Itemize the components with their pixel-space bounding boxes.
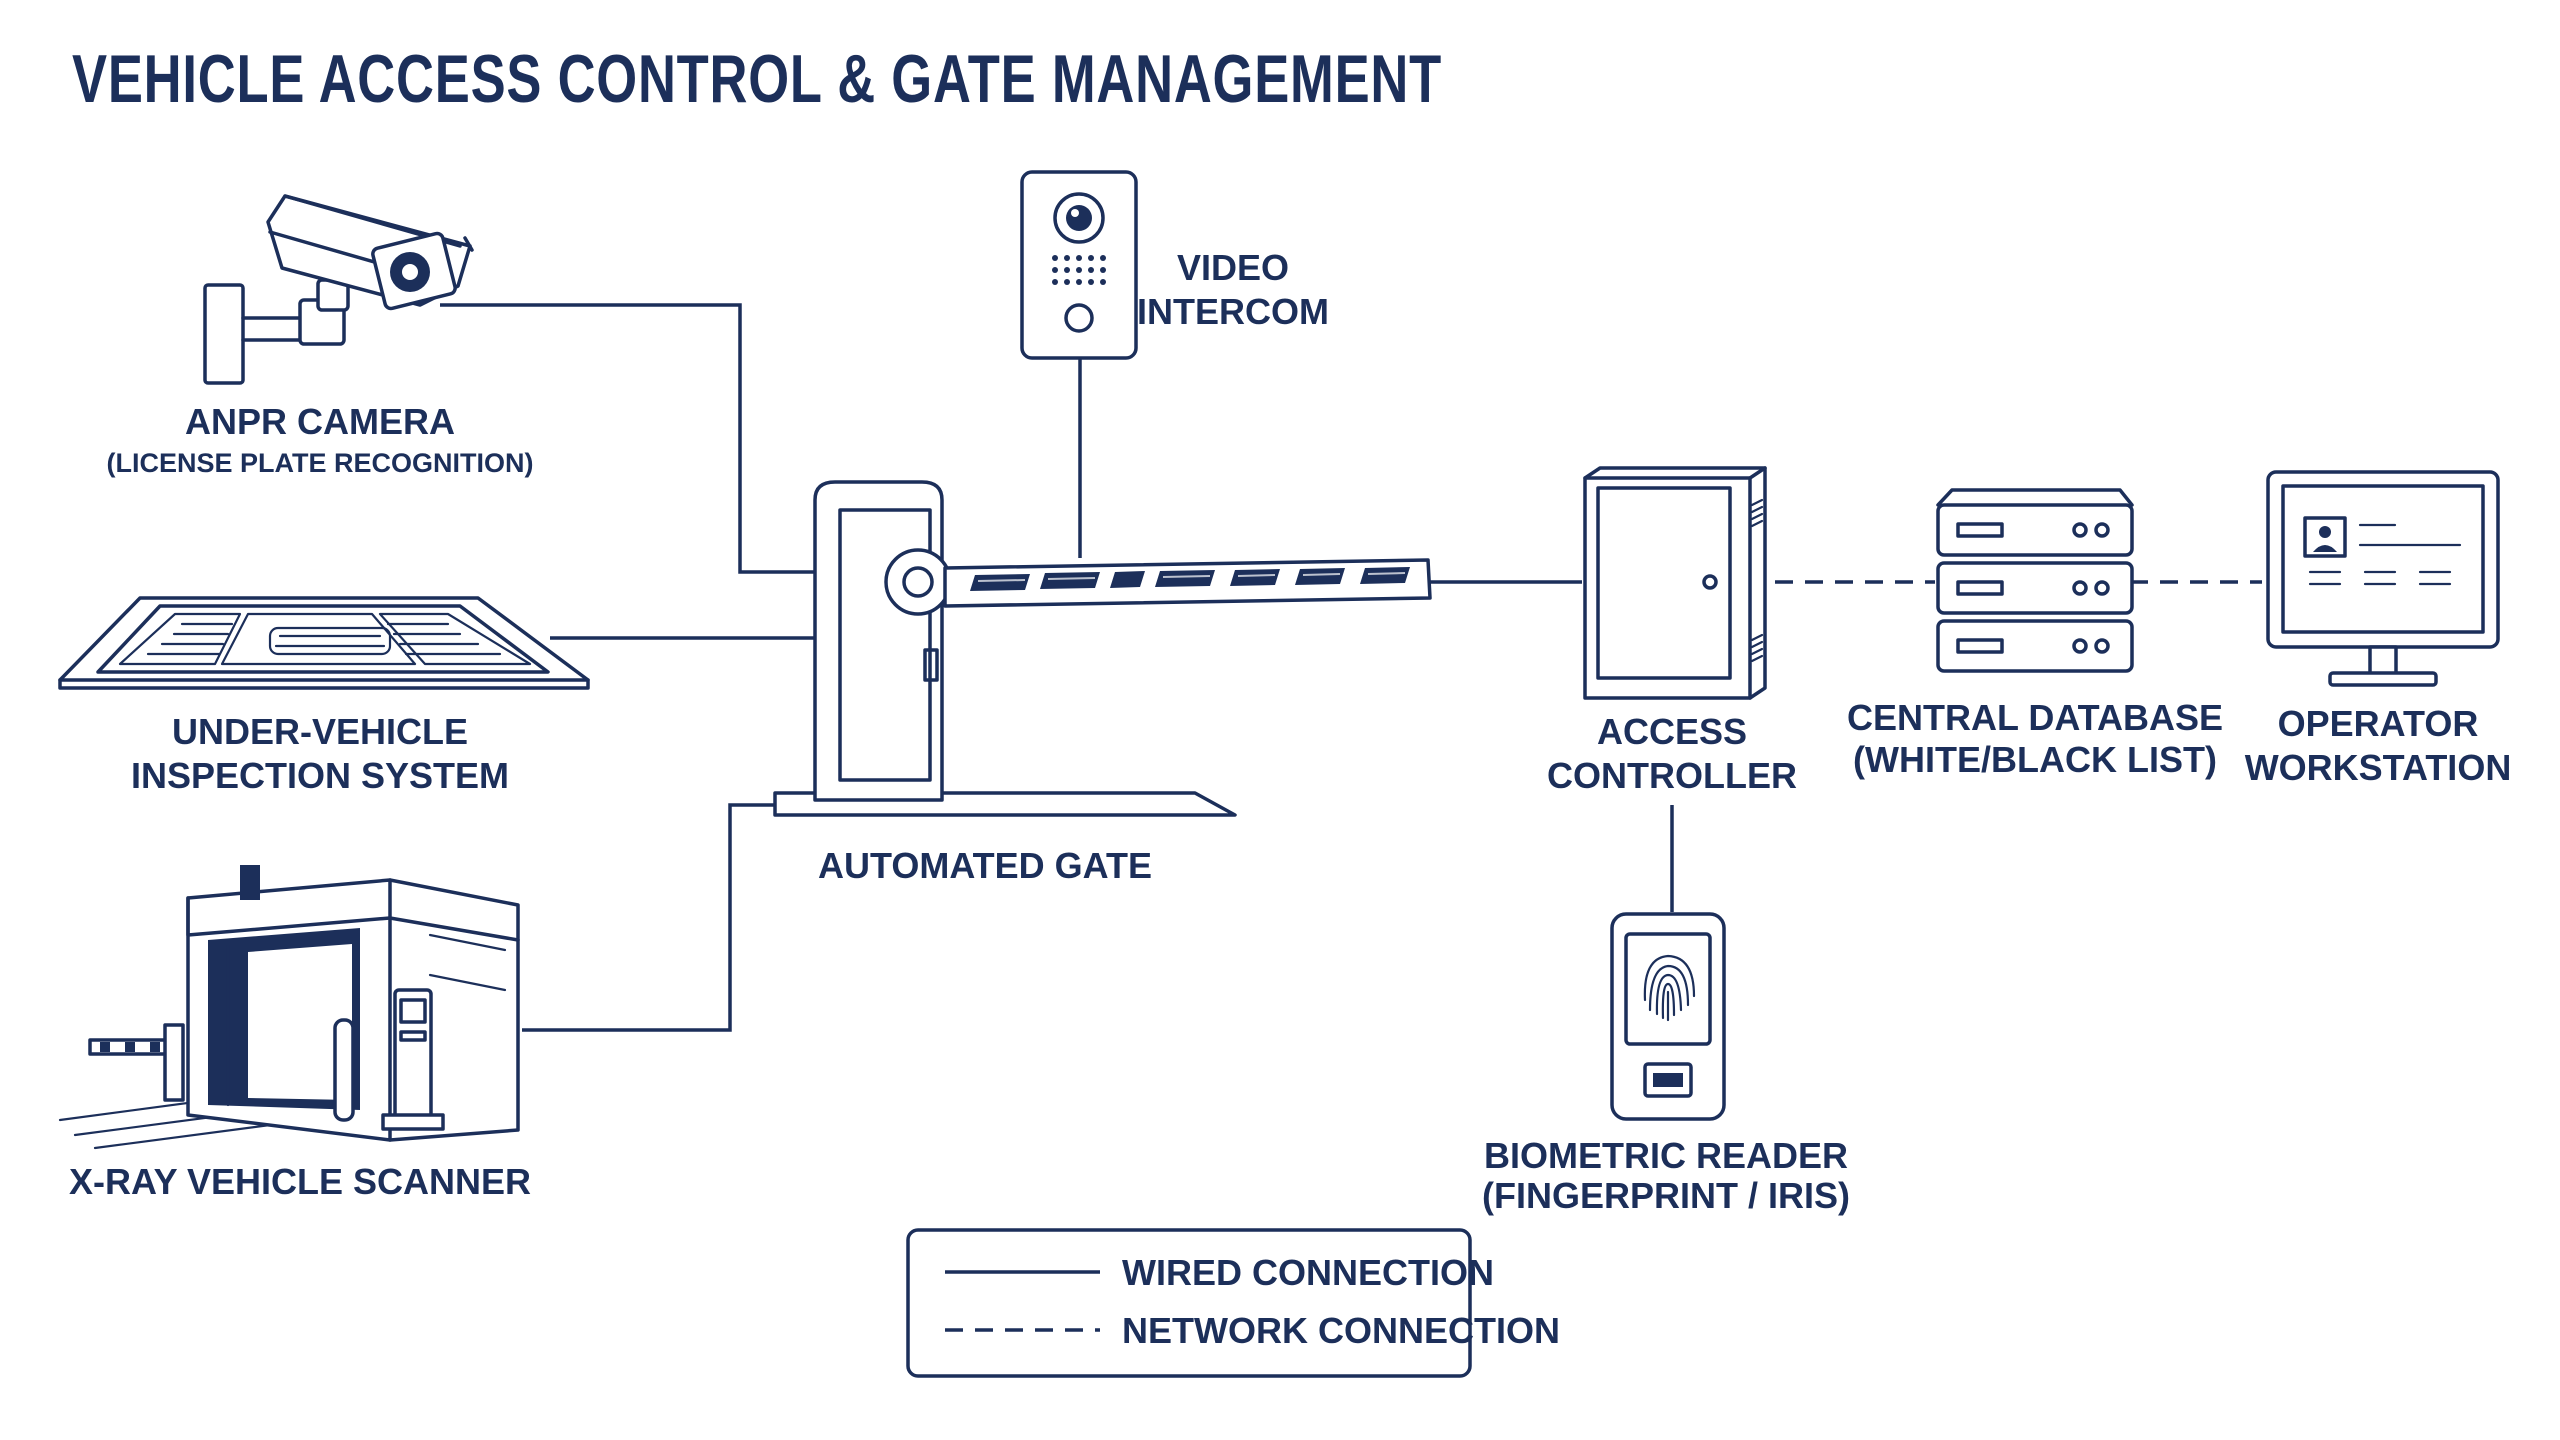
server-stack-icon: [1936, 488, 2134, 673]
monitor-icon: [2266, 470, 2500, 687]
anpr-camera-sublabel: (LICENSE PLATE RECOGNITION): [106, 448, 533, 478]
legend-network-label: NETWORK CONNECTION: [1122, 1310, 1560, 1351]
automated-gate-label: AUTOMATED GATE: [818, 845, 1152, 886]
xray-scanner-label: X-RAY VEHICLE SCANNER: [69, 1161, 531, 1202]
biometric-reader-label: BIOMETRIC READER: [1484, 1135, 1848, 1176]
video-intercom-label-line1: VIDEO: [1177, 247, 1289, 288]
central-database-label: CENTRAL DATABASE: [1847, 697, 2223, 738]
xray-portal-icon: [58, 865, 520, 1150]
controller-cabinet-icon: [1583, 466, 1767, 700]
under-vehicle-label-line2: INSPECTION SYSTEM: [131, 755, 509, 796]
legend-wired-label: WIRED CONNECTION: [1122, 1252, 1494, 1293]
operator-workstation-label-line2: WORKSTATION: [2245, 747, 2512, 788]
central-database-sublabel: (WHITE/BLACK LIST): [1853, 739, 2217, 780]
operator-workstation-label-line1: OPERATOR: [2278, 703, 2479, 744]
legend: WIRED CONNECTION NETWORK CONNECTION: [906, 1228, 1560, 1378]
anpr-camera-label: ANPR CAMERA: [185, 401, 455, 442]
under-vehicle-label-line1: UNDER-VEHICLE: [172, 711, 468, 752]
barrier-gate-icon: [773, 480, 1432, 817]
video-intercom-label-line2: INTERCOM: [1137, 291, 1329, 332]
page-title: VEHICLE ACCESS CONTROL & GATE MANAGEMENT: [72, 41, 1442, 117]
access-controller-label-line1: ACCESS: [1597, 711, 1747, 752]
fingerprint-icon: [1610, 912, 1726, 1121]
cctv-camera-icon: [203, 194, 474, 385]
access-controller-label-line2: CONTROLLER: [1547, 755, 1797, 796]
wire-xray-gate: [522, 803, 775, 1032]
wire-anpr-gate: [440, 303, 815, 574]
intercom-icon: [1020, 170, 1138, 360]
connection-lines: [440, 303, 2262, 1032]
biometric-reader-sublabel: (FINGERPRINT / IRIS): [1482, 1175, 1850, 1216]
inspection-platform-icon: [58, 596, 590, 690]
